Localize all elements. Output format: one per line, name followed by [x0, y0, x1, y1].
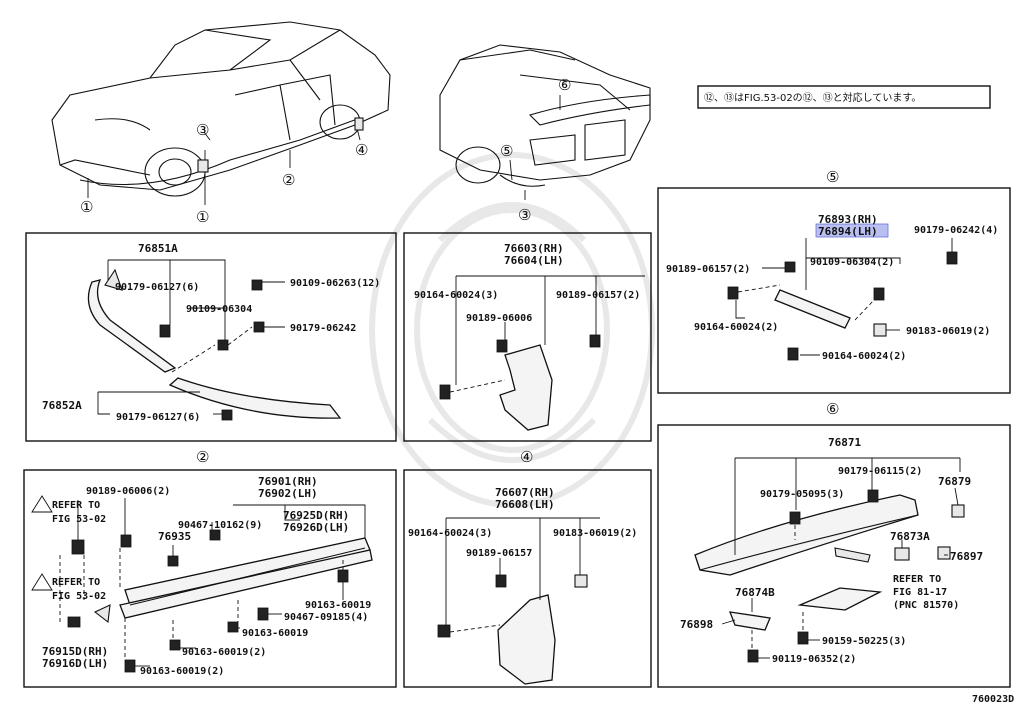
p6-part-76897: 76897 — [950, 550, 983, 563]
p4-part-76608: 76608(LH) — [495, 498, 555, 511]
p5-part-90179-06242: 90179-06242(4) — [914, 225, 998, 236]
p2-refer-fig-2: FIG 53-02 — [52, 591, 106, 602]
p2-part-76925D: 76925D(RH) — [283, 509, 349, 522]
p6-part-76874B: 76874B — [735, 586, 775, 599]
p1-part-90179-06242: 90179-06242 — [290, 323, 356, 334]
p2-part-90163-60019b: 90163-60019 — [242, 628, 308, 639]
p1-part-90179-06127b: 90179-06127(6) — [116, 412, 200, 423]
p1-part-90109-06304: 90109-06304 — [186, 304, 252, 315]
note-box — [697, 85, 991, 109]
panel-2-frame — [23, 469, 397, 688]
p4-part-90183-06019: 90183-06019(2) — [553, 528, 637, 539]
p3-part-90189-06006: 90189-06006 — [466, 313, 532, 324]
panel-5 — [657, 187, 1011, 394]
p2-refer-fig-1: FIG 53-02 — [52, 514, 106, 525]
p5-part-90189-06157: 90189-06157(2) — [666, 264, 750, 275]
p1-part-90179-06127: 90179-06127(6) — [115, 282, 199, 293]
p2-part-90467-09185: 90467-09185(4) — [284, 612, 368, 623]
p6-part-90179-05095: 90179-05095(3) — [760, 489, 844, 500]
p3-part-90189-06157: 90189-06157(2) — [556, 290, 640, 301]
rear-spoiler — [694, 494, 919, 576]
note-text: ⑫、⑬はFIG.53-02の⑫、⑬と対応しています。 — [704, 91, 921, 104]
p5-title: ⑤ — [826, 168, 839, 186]
overview-label-3b: ③ — [518, 206, 531, 224]
overview-label-3: ③ — [196, 121, 209, 139]
p6-part-76873A: 76873A — [890, 530, 930, 543]
p1-part-76852A: 76852A — [42, 399, 82, 412]
panel-6-frame — [657, 424, 1011, 688]
side-rocker-lower — [119, 549, 373, 619]
p5-part-76894: 76894(LH) — [818, 225, 878, 238]
p2-refer-2: REFER TO — [52, 577, 100, 588]
p3-part-90164-60024: 90164-60024(3) — [414, 290, 498, 301]
overview-label-6: ⑥ — [558, 76, 571, 94]
p3-part-76604: 76604(LH) — [504, 254, 564, 267]
p2-part-90189-06006: 90189-06006(2) — [86, 486, 170, 497]
p5-part-90183-06019: 90183-06019(2) — [906, 326, 990, 337]
mudguard-rear — [497, 594, 556, 685]
p5-part-90164-60024b: 90164-60024(2) — [822, 351, 906, 362]
diagram-code: 760023D — [972, 694, 1014, 705]
p6-part-90119-06352: 90119-06352(2) — [772, 654, 856, 665]
p6-part-76871: 76871 — [828, 436, 861, 449]
mudguard-front — [499, 344, 553, 431]
p2-part-76902: 76902(LH) — [258, 487, 318, 500]
p4-part-90164-60024: 90164-60024(3) — [408, 528, 492, 539]
panel-5-frame — [657, 187, 1011, 394]
side-rocker-upper — [124, 537, 371, 606]
p2-part-90163-60019a: 90163-60019 — [305, 600, 371, 611]
p2-title: ② — [196, 448, 209, 466]
overview-label-1b: ① — [196, 208, 209, 226]
p3-part-76603: 76603(RH) — [504, 242, 564, 255]
panel-3 — [403, 232, 652, 442]
p2-part-76926D: 76926D(LH) — [283, 521, 349, 534]
p6-part-76898: 76898 — [680, 618, 713, 631]
overview-label-2: ② — [282, 171, 295, 189]
p5-part-90164-60024a: 90164-60024(2) — [694, 322, 778, 333]
panel-1-frame — [25, 232, 397, 442]
spoiler-pad — [728, 611, 771, 631]
p2-part-90163-60019c: 90163-60019(2) — [182, 647, 266, 658]
p6-title: ⑥ — [826, 400, 839, 418]
panel-4-frame — [403, 469, 652, 688]
p6-part-76879: 76879 — [938, 475, 971, 488]
panel-6 — [657, 424, 1011, 688]
panel-3-frame — [403, 232, 652, 442]
rear-garnish — [774, 289, 851, 329]
overview-rear-car — [439, 44, 651, 200]
front-spoiler-piece — [87, 279, 177, 373]
p4-part-90189-06157: 90189-06157 — [466, 548, 532, 559]
p2-refer-1: REFER TO — [52, 500, 100, 511]
p2-part-76915D: 76915D(RH) — [42, 645, 108, 658]
panel-2 — [23, 469, 397, 688]
p2-part-76916D: 76916D(LH) — [42, 657, 108, 670]
spoiler-bracket — [797, 587, 883, 611]
p1-part-90109-06263: 90109-06263(12) — [290, 278, 380, 289]
watermark — [369, 152, 655, 508]
p4-title: ④ — [520, 448, 533, 466]
p5-part-90109-06304: 90109-06304(2) — [810, 257, 894, 268]
panel-4 — [403, 469, 652, 688]
overview-front-car — [51, 21, 391, 205]
p6-refer-fig: FIG 81-17 — [893, 587, 947, 598]
p4-part-76607: 76607(RH) — [495, 486, 555, 499]
p6-part-90179-06115: 90179-06115(2) — [838, 466, 922, 477]
p2-part-76901: 76901(RH) — [258, 475, 318, 488]
p1-part-76851A: 76851A — [138, 242, 178, 255]
p5-part-76893: 76893(RH) — [818, 213, 878, 226]
p2-part-90163-60019d: 90163-60019(2) — [140, 666, 224, 677]
p6-refer-pnc: (PNC 81570) — [893, 600, 959, 611]
front-spoiler-lower — [168, 377, 342, 419]
overview-label-4: ④ — [355, 141, 368, 159]
overview-label-1: ① — [80, 198, 93, 216]
p6-refer: REFER TO — [893, 574, 941, 585]
overview-label-5: ⑤ — [500, 142, 513, 160]
highlight-76894 — [815, 223, 889, 238]
p2-part-76935: 76935 — [158, 530, 191, 543]
panel-1 — [25, 232, 397, 442]
p6-part-90159-50225: 90159-50225(3) — [822, 636, 906, 647]
p2-part-90467-10162: 90467-10162(9) — [178, 520, 262, 531]
